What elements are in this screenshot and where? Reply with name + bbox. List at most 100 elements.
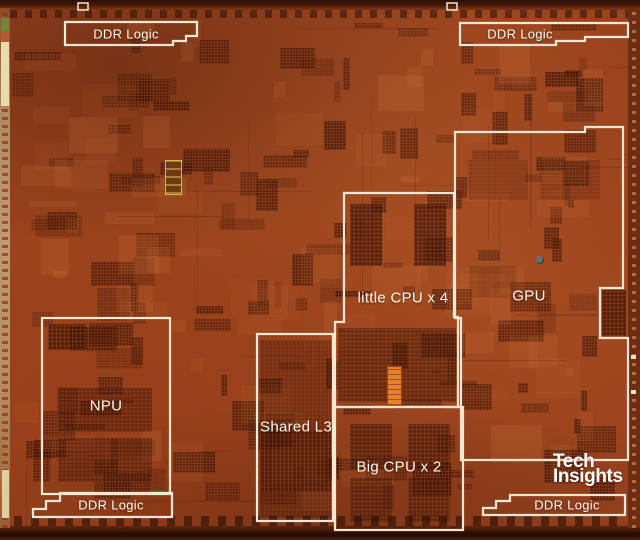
die-feature [54, 271, 66, 278]
die-feature [545, 72, 579, 87]
die-feature [231, 279, 288, 318]
die-feature [582, 336, 597, 357]
left-edge-cream-band-lower [2, 470, 9, 518]
die-feature [518, 383, 528, 393]
die-feature [474, 69, 501, 75]
die-feature [221, 203, 235, 229]
die-feature [237, 319, 283, 335]
die-feature [191, 358, 203, 372]
die-feature [468, 160, 528, 200]
die-feature [350, 204, 382, 266]
die-feature [499, 198, 500, 261]
die-feature [499, 45, 531, 84]
die-feature [183, 149, 230, 172]
die-feature [540, 160, 600, 200]
die-feature [356, 134, 387, 167]
die-feature [33, 107, 69, 124]
die-feature [306, 244, 351, 255]
region-label-ddr-top-right: DDR Logic [487, 26, 553, 42]
die-feature [30, 201, 77, 207]
die-feature [121, 176, 160, 184]
die-feature [48, 324, 86, 350]
die-feature [400, 185, 453, 186]
die-feature [120, 301, 167, 320]
right-white-pad-2 [631, 390, 636, 394]
die-feature [219, 219, 265, 230]
die-feature [292, 254, 313, 286]
die-feature [173, 452, 215, 473]
die-feature [193, 20, 201, 47]
die-feature [456, 332, 494, 353]
die-feature [459, 274, 505, 282]
die-feature [172, 320, 186, 332]
die-feature [31, 219, 59, 231]
die-feature [105, 212, 154, 224]
die-feature [578, 412, 593, 441]
die-feature [493, 78, 505, 110]
die-feature [102, 96, 149, 108]
die-feature [478, 250, 500, 261]
die-feature [301, 248, 337, 284]
die-feature [581, 391, 587, 411]
die-feature [472, 150, 519, 160]
die-feature [240, 172, 259, 196]
die-feature [14, 52, 61, 61]
die-edge-top [0, 0, 640, 10]
die-feature [563, 102, 595, 122]
die-feature [463, 108, 496, 143]
die-feature [25, 54, 76, 71]
die-feature [116, 285, 153, 312]
die-feature [387, 218, 417, 241]
region-label-shared-l3: Shared L3 [260, 418, 332, 436]
die-feature [256, 179, 278, 211]
die-bottom-pad-row [14, 516, 626, 526]
die-feature [455, 360, 566, 361]
die-edge-left [0, 8, 10, 528]
die-feature [524, 94, 532, 121]
die-feature [491, 425, 542, 462]
die-feature [47, 212, 77, 230]
die-feature [460, 389, 508, 400]
die-feature [551, 24, 596, 31]
die-feature [547, 91, 588, 102]
die-feature [509, 336, 538, 368]
die-feature [199, 40, 229, 64]
die-feature [248, 118, 249, 223]
region-label-ddr-bottom-left: DDR Logic [78, 497, 144, 513]
die-feature [248, 301, 269, 315]
die-feature [276, 113, 322, 145]
die-feature [194, 319, 231, 331]
die-feature [204, 168, 213, 185]
die-feature [415, 116, 416, 258]
die-feature [58, 438, 152, 482]
highlighted-block [387, 366, 402, 406]
die-feature [252, 285, 298, 320]
die-feature [576, 78, 603, 112]
left-pad-dots [2, 8, 8, 528]
die-feature [564, 130, 596, 153]
die-feature [168, 443, 203, 481]
left-edge-green-mark [1, 18, 9, 31]
die-feature [128, 91, 138, 111]
die-feature [579, 58, 587, 70]
die-feature [97, 501, 263, 502]
die-feature [221, 375, 227, 396]
die-feature [293, 150, 309, 158]
die-feature [400, 128, 418, 159]
die-feature [536, 359, 580, 398]
die-feature [266, 178, 297, 188]
die-feature [378, 75, 424, 111]
die-feature [537, 200, 589, 217]
die-feature [414, 204, 446, 266]
die-feature [494, 77, 537, 91]
die-feature [457, 484, 472, 490]
die-feature [35, 142, 67, 170]
die-edge-right [628, 8, 640, 528]
die-feature [280, 48, 315, 69]
die-feature [136, 233, 175, 257]
die-feature [516, 315, 616, 316]
region-label-ddr-top-left: DDR Logic [93, 26, 159, 42]
die-feature [85, 138, 116, 165]
die-feature [260, 430, 331, 492]
